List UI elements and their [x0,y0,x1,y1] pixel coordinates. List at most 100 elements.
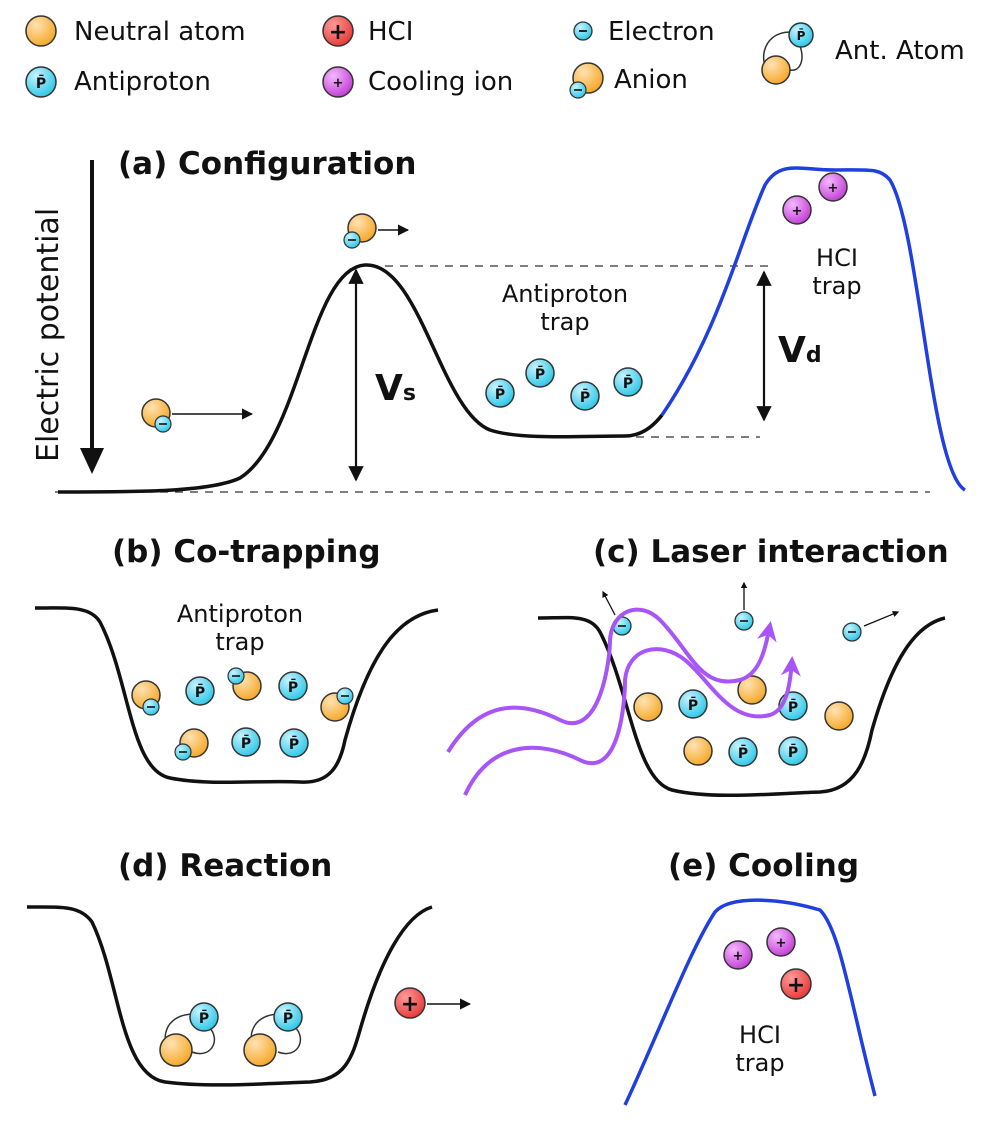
svg-text:P̄: P̄ [788,742,798,761]
legend-electron-label: Electron [608,17,715,47]
ejected-electron [842,610,900,642]
cooling-ion: + [766,927,796,957]
cooling-ion-icon: + [322,66,354,98]
cooling-ion-plus-glyph: + [333,76,344,91]
svg-text:+: + [733,949,744,964]
anion-icon [569,62,604,99]
laser-beam [463,647,801,796]
panel-c-laser-interaction: (c) Laser interaction P̄ P̄ P̄ P̄ [446,534,949,798]
panel-e-trap-label-line2: trap [735,1049,784,1077]
panel-b-trap-label-line1: Antiproton [177,600,303,628]
neutral-atom [633,692,663,722]
hci-icon: + [322,15,354,47]
panel-e-cooling: (e) Cooling + + + HCI trap [623,848,877,1106]
panel-e-title: (e) Cooling [668,848,859,884]
legend-ant-atom-label: Ant. Atom [835,36,965,66]
svg-text:P̄: P̄ [288,677,298,696]
antiproton: P̄ [185,676,215,706]
neutral-atom [824,701,854,731]
panel-a-configuration: (a) Configuration Electric potential Vs … [31,146,967,494]
antiproton: P̄ [570,381,600,411]
svg-text:+: + [828,181,839,196]
antiprotonic-atom-glyph: P̄ [797,28,806,43]
svg-text:+: + [776,936,787,951]
svg-text:P̄: P̄ [580,387,590,406]
antiproton-trap-label-line1: Antiproton [502,280,628,308]
potential-curve [57,263,664,494]
panel-a-title: (a) Configuration [118,146,416,182]
antiproton-glyph: P̄ [36,73,46,92]
svg-text:P̄: P̄ [195,682,205,701]
legend: Neutral atom + HCI Electron P̄ Antiproto… [25,15,965,99]
legend-neutral-atom-label: Neutral atom [74,17,246,47]
svg-text:P̄: P̄ [623,373,633,392]
svg-text:P̄: P̄ [788,697,798,716]
anion-over-barrier [343,213,410,249]
potential-axis-arrowhead [80,448,104,474]
hci-trap-label-line2: trap [812,272,861,300]
legend-anion-label: Anion [614,65,688,95]
antiproton: P̄ [678,689,708,719]
antiproton: P̄ [613,367,643,397]
hci-trap-label-line1: HCI [816,244,858,272]
antiproton: P̄ [728,737,758,767]
panel-c-title: (c) Laser interaction [593,534,949,570]
antiprotonic-atom: P̄ [243,1002,303,1067]
anion [320,687,354,722]
antiproton: P̄ [485,378,515,408]
antiproton-icon: P̄ [25,66,57,98]
svg-text:+: + [787,973,805,998]
svg-text:P̄: P̄ [495,384,505,403]
panel-b-trap-curve [34,606,439,785]
neutral-atom [737,675,767,705]
anion [174,728,209,761]
ejected-electron [734,581,754,631]
legend-antiproton-label: Antiproton [74,67,211,97]
svg-text:P̄: P̄ [738,743,748,762]
panel-d-trap-curve [26,905,433,1087]
svg-text:P̄: P̄ [199,1008,209,1027]
cooling-ion: + [723,940,753,970]
vs-label: Vs [375,368,416,409]
svg-text:P̄: P̄ [283,1008,293,1027]
panel-e-trap-label-line1: HCI [739,1021,781,1049]
panel-b-title: (b) Co-trapping [112,534,381,570]
electric-potential-axis-label: Electric potential [31,208,66,462]
panel-d-reaction: (d) Reaction P̄ P̄ + [26,848,472,1087]
neutral-atom [683,736,713,766]
vd-label: Vd [778,330,822,371]
hci-particle: + [394,987,472,1019]
antiproton: P̄ [231,727,261,757]
svg-text:P̄: P̄ [535,364,545,383]
cooling-ion: + [782,195,812,225]
laser-beam [446,607,777,754]
antiproton: P̄ [278,671,308,701]
svg-text:P̄: P̄ [241,733,251,752]
neutral-atom-icon [25,15,57,47]
panel-b-co-trapping: (b) Co-trapping Antiproton trap P̄ P̄ P̄… [34,534,439,785]
anion [131,680,161,716]
svg-text:P̄: P̄ [688,695,698,714]
hci-trap-curve [660,166,967,492]
antiprotonic-atom-icon: P̄ [761,22,814,85]
panel-c-trap-curve [537,615,946,798]
panel-e-hci-trap-curve [623,898,877,1106]
antiproton: P̄ [279,728,309,758]
antiproton: P̄ [525,358,555,388]
cooling-ion: + [818,172,848,202]
antiprotonic-atom: P̄ [159,1002,219,1067]
svg-text:+: + [401,992,419,1017]
hci-particle: + [780,968,812,1000]
antiproton-trap-label-line2: trap [540,308,589,336]
anion [227,667,262,701]
antiproton: P̄ [778,736,808,766]
legend-cooling-ion-label: Cooling ion [368,67,513,97]
hci-plus-glyph: + [329,20,347,45]
panel-d-title: (d) Reaction [118,848,332,884]
svg-text:+: + [792,204,803,219]
legend-hci-label: HCI [368,17,413,47]
panel-b-trap-label-line2: trap [215,628,264,656]
incoming-anion [141,398,254,433]
electron-icon [573,21,593,41]
